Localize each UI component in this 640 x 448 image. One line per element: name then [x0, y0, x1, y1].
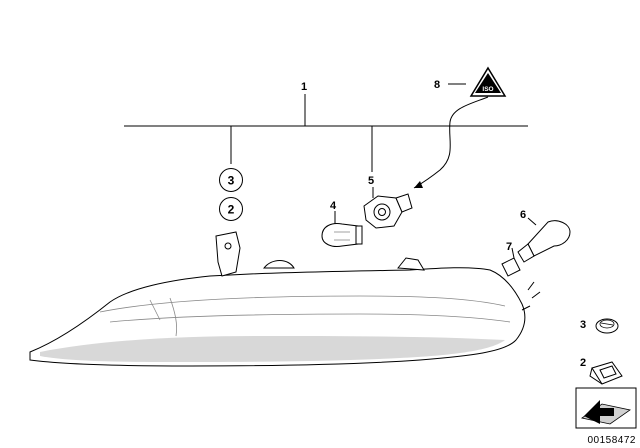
clip-icon: [589, 361, 623, 385]
circled-label-3: 3: [219, 168, 243, 192]
side-bulb-part: [517, 220, 571, 263]
legend-label-2: 2: [580, 357, 586, 369]
wire-path: [413, 96, 489, 189]
warning-symbol-text: ISO: [482, 86, 493, 93]
part-label-8: 8: [434, 79, 440, 91]
circled-label-2: 2: [219, 197, 243, 221]
wire-arrowhead: [414, 181, 423, 188]
part-label-5: 5: [368, 175, 374, 187]
circled-label-2-text: 2: [228, 203, 235, 217]
part-label-6: 6: [520, 209, 526, 221]
part-label-7: 7: [506, 241, 512, 253]
part-label-1: 1: [301, 81, 307, 93]
arrow-icon: [584, 400, 614, 424]
leader-lines: [124, 83, 537, 259]
legend-label-3: 3: [580, 319, 586, 331]
warning-triangle-icon: ISO: [469, 66, 507, 97]
reference-arrow-box: [575, 387, 637, 429]
small-bulb-part: [501, 257, 521, 277]
bulb-part: [321, 223, 363, 247]
circled-label-3-text: 3: [228, 174, 235, 188]
part-label-4: 4: [330, 200, 337, 212]
indicator-housing: [29, 231, 541, 367]
document-id: 00158472: [587, 435, 636, 446]
screw-icon: [595, 318, 619, 334]
bulb-socket-part: [363, 193, 413, 229]
